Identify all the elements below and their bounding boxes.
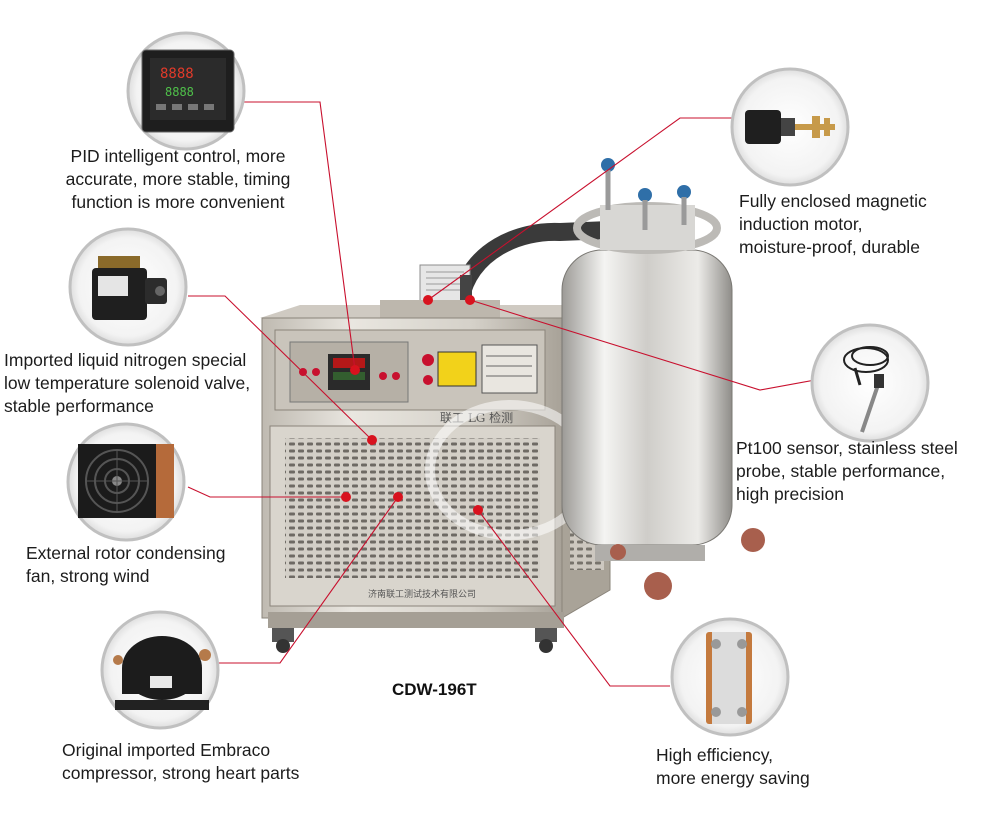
solenoid-valve-icon [92, 256, 167, 320]
caption-motor: Fully enclosed magnetic induction motor,… [739, 191, 927, 257]
pt100-sensor-icon [843, 346, 889, 433]
motor-icon [745, 110, 835, 144]
leader-dots [341, 295, 483, 515]
caption-compressor: Original imported Embraco compressor, st… [62, 740, 300, 783]
svg-text:8888: 8888 [160, 66, 194, 82]
motor-callout [730, 67, 850, 187]
company-text: 济南联工测试技术有限公司 [368, 588, 476, 600]
pt100-sensor-callout [810, 323, 930, 443]
caption-solenoid-valve: Imported liquid nitrogen special low tem… [4, 350, 251, 416]
model-label: CDW-196T [392, 680, 477, 699]
pid-controller-icon: 8888 8888 [141, 49, 235, 133]
heat-exchanger-icon [706, 632, 752, 724]
compressor-callout [100, 610, 220, 730]
test-chamber-machine: 联工 LG 检测 济南联工测试技术有限公司 [260, 221, 619, 653]
pid-controller-callout: 8888 8888 [126, 31, 246, 151]
compressor-icon [113, 636, 211, 710]
caption-pt100-sensor: Pt100 sensor, stainless steel probe, sta… [736, 438, 958, 504]
condensing-fan-icon [78, 444, 174, 518]
caption-pid-control: PID intelligent control, more accurate, … [65, 146, 291, 212]
svg-text:8888: 8888 [165, 85, 194, 99]
liquid-nitrogen-tank [561, 158, 765, 600]
solenoid-valve-callout [68, 227, 188, 347]
condensing-fan-callout [66, 422, 186, 542]
leader-lines [187, 101, 816, 687]
heat-exchanger-callout [670, 617, 790, 737]
caption-condensing-fan: External rotor condensing fan, strong wi… [26, 543, 226, 586]
caption-efficiency: High efficiency, more energy saving [656, 745, 810, 788]
